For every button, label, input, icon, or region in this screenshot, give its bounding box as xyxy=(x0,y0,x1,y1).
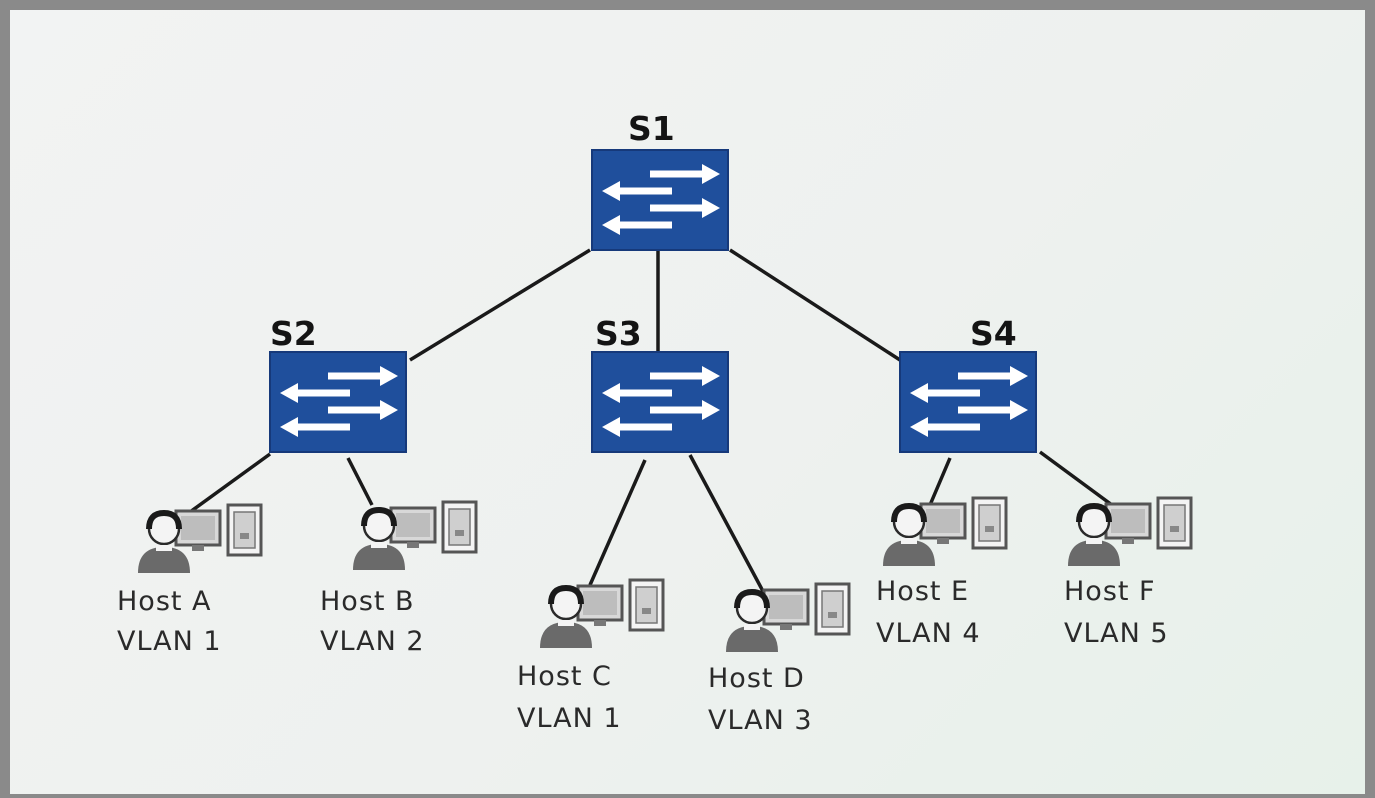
workstation-user-icon xyxy=(540,580,663,648)
link-s4-host-e xyxy=(928,457,952,506)
network-switch-icon xyxy=(592,150,728,250)
host-b-vlan: VLAN 2 xyxy=(320,626,425,657)
host-a-name: Host A xyxy=(117,586,212,617)
host-f-name: Host F xyxy=(1064,576,1156,607)
workstation-user-icon xyxy=(883,498,1006,566)
host-c-vlan: VLAN 1 xyxy=(517,703,622,734)
workstation-user-icon xyxy=(138,505,261,573)
workstation-user-icon xyxy=(726,584,849,652)
host-b-name: Host B xyxy=(320,586,415,617)
host-a-vlan: VLAN 1 xyxy=(117,626,222,657)
switch-s1[interactable] xyxy=(592,150,728,250)
host-e-vlan: VLAN 4 xyxy=(876,618,981,649)
switch-s2-label: S2 xyxy=(270,314,317,353)
host-e-name: Host E xyxy=(876,576,969,607)
links xyxy=(188,248,1114,596)
link-s4-host-f xyxy=(1038,450,1114,507)
switch-s3-label: S3 xyxy=(595,314,642,353)
switch-s4-label: S4 xyxy=(970,314,1017,353)
workstation-user-icon xyxy=(1068,498,1191,566)
host-d[interactable] xyxy=(726,584,849,652)
host-f-vlan: VLAN 5 xyxy=(1064,618,1169,649)
network-switch-icon xyxy=(592,352,728,452)
host-d-name: Host D xyxy=(708,663,805,694)
link-s1-s4 xyxy=(729,248,901,362)
host-b[interactable] xyxy=(353,502,476,570)
switch-s2[interactable] xyxy=(270,352,406,452)
link-s1-s2 xyxy=(409,248,591,362)
switch-s4[interactable] xyxy=(900,352,1036,452)
host-c[interactable] xyxy=(540,580,663,648)
link-s2-host-a xyxy=(188,452,272,514)
switch-s3[interactable] xyxy=(592,352,728,452)
host-a[interactable] xyxy=(138,505,261,573)
host-e[interactable] xyxy=(883,498,1006,566)
host-c-name: Host C xyxy=(517,661,612,692)
link-s3-host-d xyxy=(688,454,767,596)
link-s3-host-c xyxy=(588,459,647,586)
network-switch-icon xyxy=(270,352,406,452)
host-d-vlan: VLAN 3 xyxy=(708,705,813,736)
link-s2-host-b xyxy=(346,457,374,506)
network-switch-icon xyxy=(900,352,1036,452)
host-f[interactable] xyxy=(1068,498,1191,566)
workstation-user-icon xyxy=(353,502,476,570)
switch-s1-label: S1 xyxy=(628,109,675,148)
